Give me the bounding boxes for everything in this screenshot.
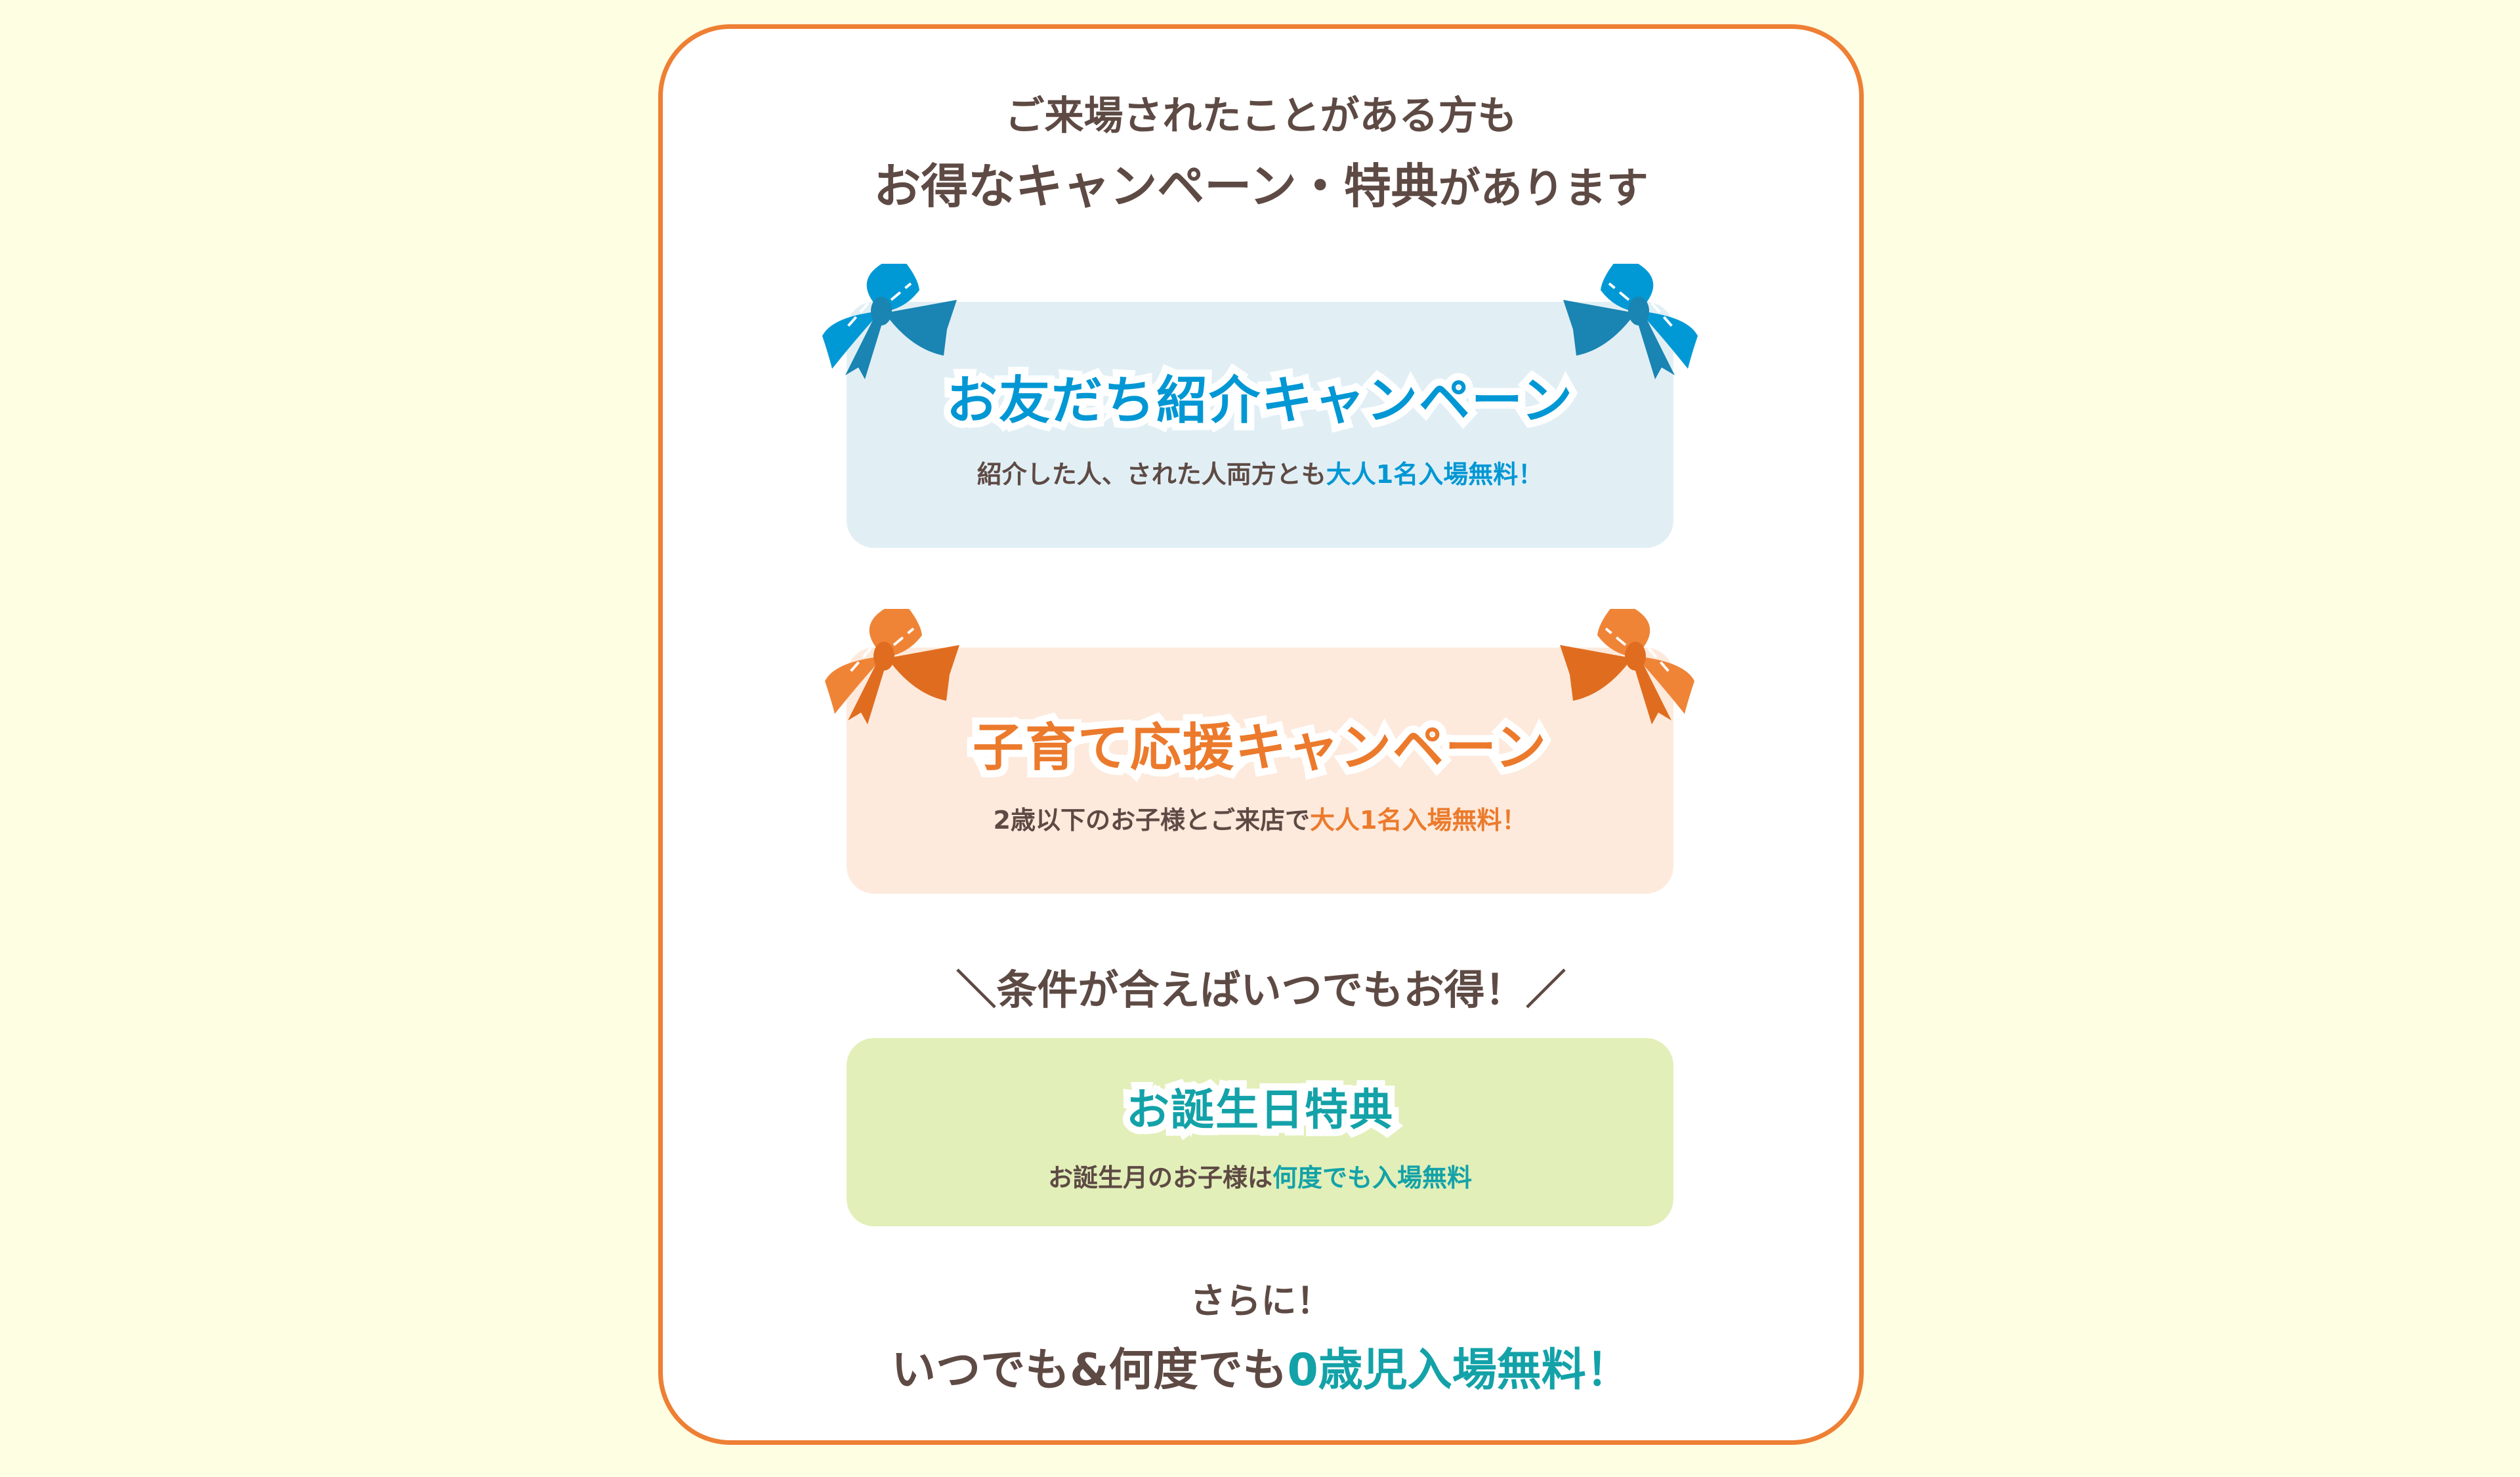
desc-plain: お誕生月のお子様は	[1047, 1163, 1272, 1192]
footer-plain: いつでも&何度でも	[891, 1344, 1288, 1396]
heading-main: お得なキャンペーン・特典	[873, 159, 1438, 214]
childcare-campaign: 子育て応援キャンペーン 2歳以下のお子様とご来店で大人1名入場無料！	[847, 648, 1673, 894]
desc-plain: 2歳以下のお子様とご来店で	[993, 806, 1310, 835]
heading-line2: お得なキャンペーン・特典があります	[658, 148, 1864, 217]
campaign-title: 子育て応援キャンペーン	[965, 711, 1553, 785]
ribbon-bow-icon	[1563, 264, 1698, 379]
campaign-desc: 2歳以下のお子様とご来店で大人1名入場無料！	[847, 800, 1673, 836]
tagline: ＼条件が合えばいつでもお得！／	[956, 966, 1566, 1014]
footer-highlight: 0歳児入場無料！	[1287, 1344, 1631, 1396]
desc-highlight: 大人1名入場無料！	[1326, 460, 1544, 489]
desc-highlight: 何度でも入場無料	[1272, 1163, 1473, 1192]
campaign-desc: 紹介した人、された人両方とも大人1名入場無料！	[847, 454, 1673, 490]
desc-plain: 紹介した人、された人両方とも	[976, 460, 1326, 489]
heading-tail: があります	[1438, 165, 1648, 213]
friend-referral-campaign: お友だち紹介キャンペーン 紹介した人、された人両方とも大人1名入場無料！	[847, 302, 1673, 548]
ribbon-bow-icon	[1560, 609, 1694, 724]
heading-line1: ご来場されたことがある方も	[1005, 93, 1517, 139]
birthday-benefit: お誕生日特典 お誕生月のお子様は何度でも入場無料	[847, 1038, 1673, 1226]
desc-highlight: 大人1名入場無料！	[1310, 806, 1527, 835]
benefit-desc: お誕生月のお子様は何度でも入場無料	[847, 1157, 1673, 1194]
footer-line2: いつでも&何度でも0歳児入場無料！	[658, 1333, 1864, 1398]
campaign-title: お友だち紹介キャンペーン	[939, 364, 1580, 438]
ribbon-bow-icon	[825, 609, 959, 724]
footer-line1: さらに！	[1190, 1280, 1332, 1321]
benefit-title: お誕生日特典	[1119, 1077, 1400, 1142]
ribbon-bow-icon	[822, 264, 957, 379]
